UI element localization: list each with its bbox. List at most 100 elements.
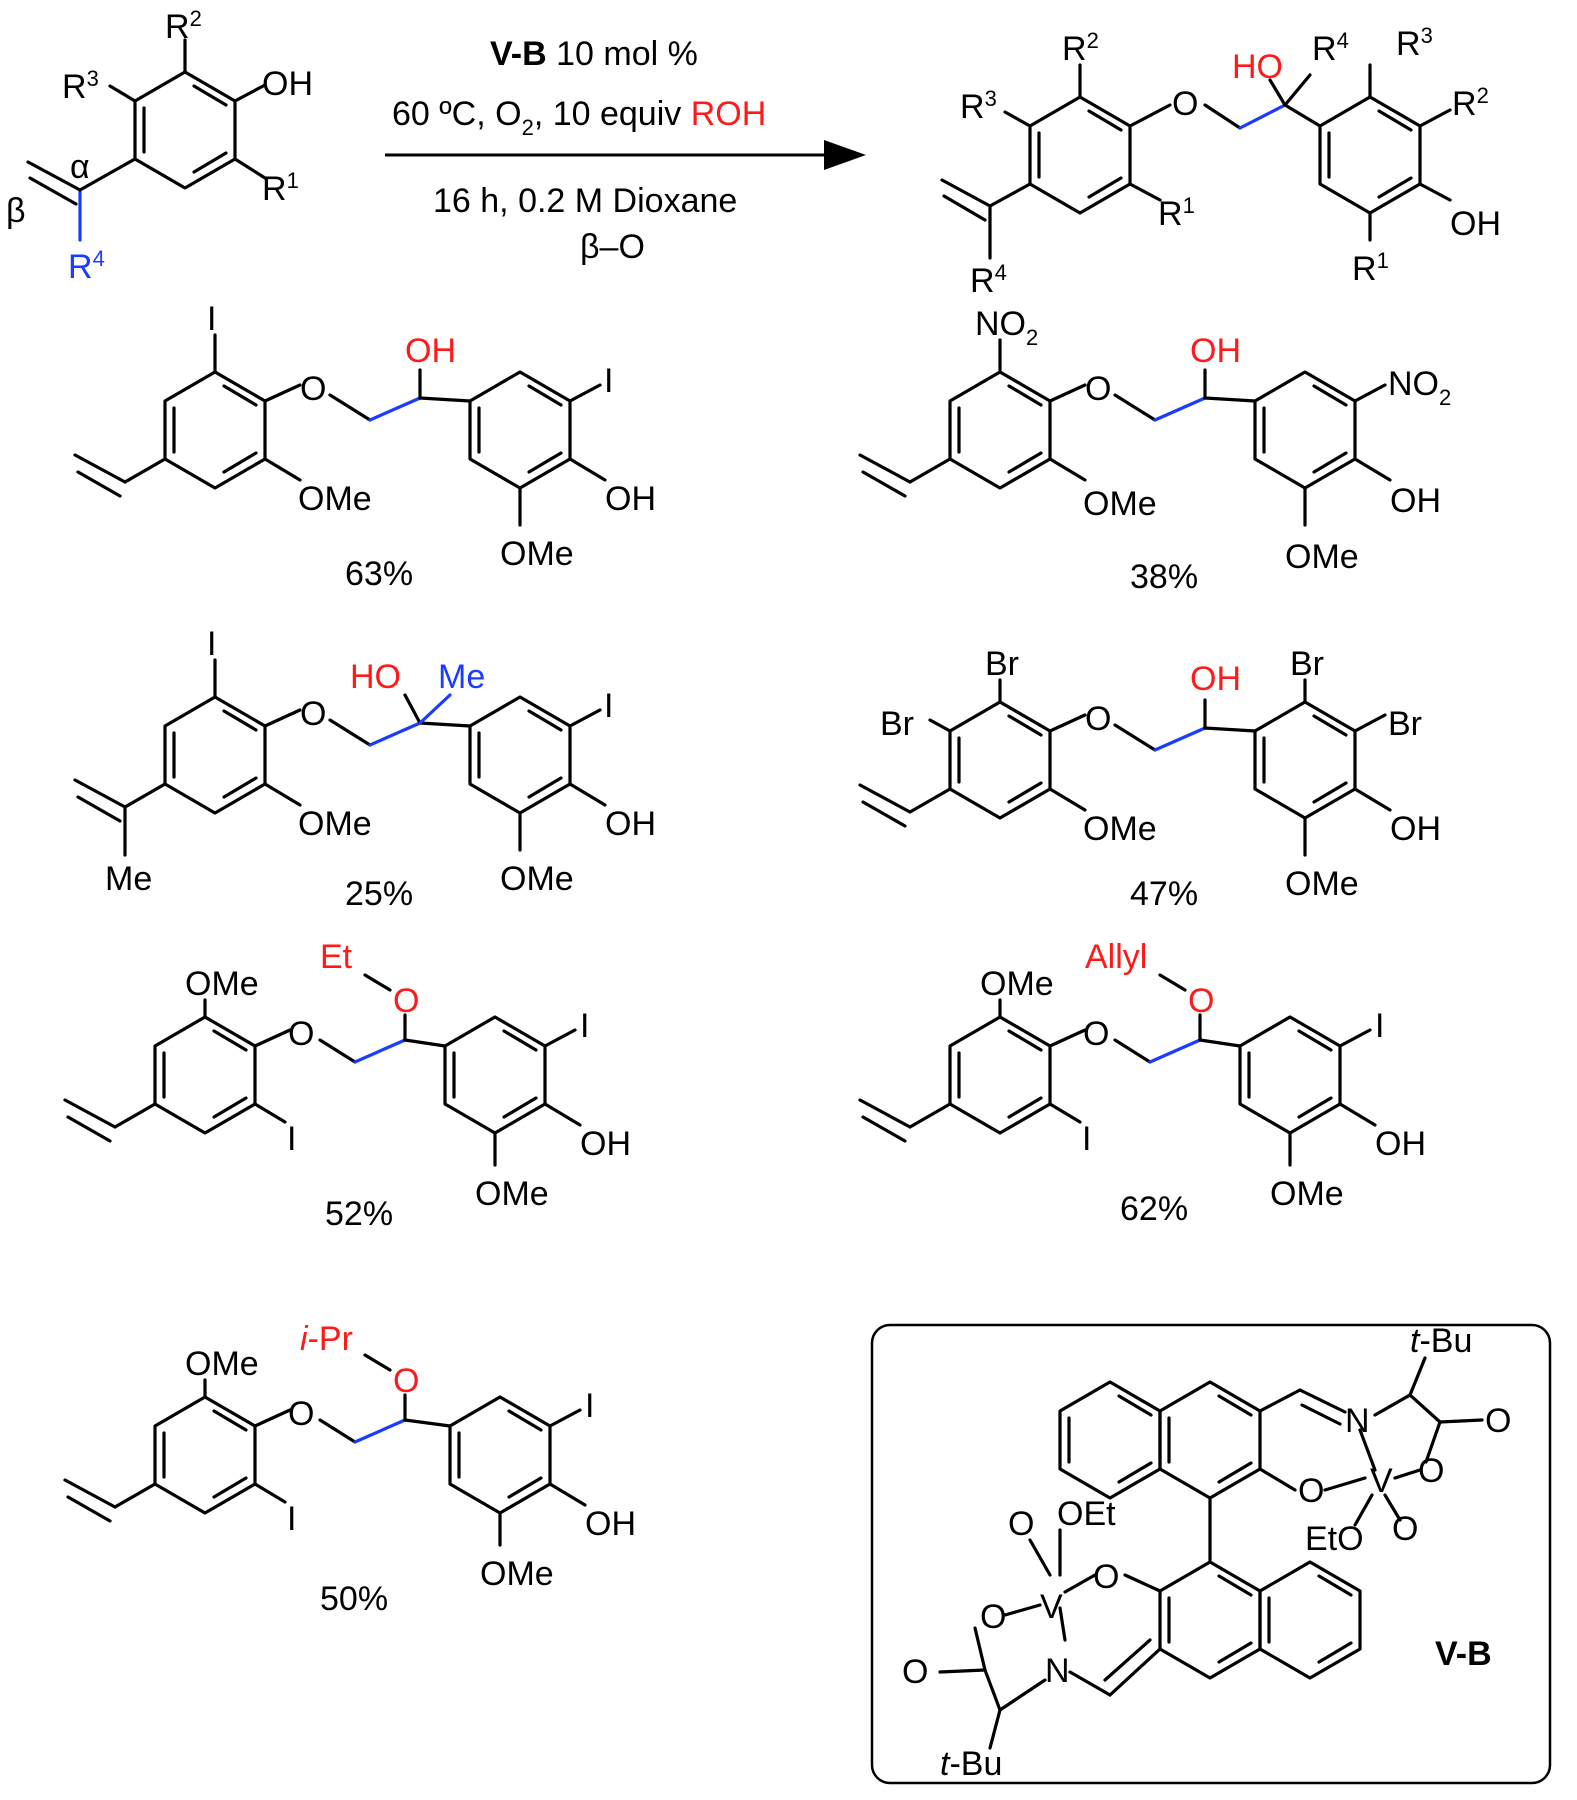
ex6-oh: OH [1375,1125,1426,1163]
cat-o-carbonyl-top: O [1485,1402,1511,1440]
ex6-alkoxy-o: O [1188,982,1214,1020]
ex4-br-left: Br [880,705,914,743]
ex5-oh: OH [580,1125,631,1163]
cat-oet: OEt [1057,1495,1116,1533]
ex3-ho-red: HO [350,658,401,696]
substrate-oh: OH [262,65,313,103]
conditions-time: 16 h, 0.2 M Dioxane [433,182,737,220]
ex2-ome-left: OMe [1083,485,1157,523]
ex4-ome-right: OMe [1285,865,1359,903]
ex7-iodo-left: I [287,1500,296,1538]
ex7-alkyl: i-Pr [300,1320,353,1358]
product-r3: R3 [960,86,997,126]
ex4-oh: OH [1390,810,1441,848]
ex3-iodo-left: I [207,625,216,663]
ex4-oh-red: OH [1190,660,1241,698]
catalyst-loading: V-B 10 mol % [490,35,698,73]
substrate-r2: R2 [165,6,202,46]
ex6-ome-top: OMe [980,965,1054,1003]
cat-v-bottom: V [1040,1588,1063,1626]
product-ether-o: O [1172,85,1198,123]
ex3-ether-o: O [300,695,326,733]
product-r4: R4 [1312,28,1349,68]
product-r1: R1 [1158,193,1195,233]
ex4-br-top-right: Br [1290,645,1324,683]
ex3-iodo-right: I [604,687,613,725]
ex2-oh: OH [1390,482,1441,520]
ex1-iodo-right: I [604,362,613,400]
product-r1b: R1 [1352,248,1389,288]
example-1: I O OH OMe I OH OMe 63% [73,300,656,593]
conditions-line: 60 ºC, O2, 10 equiv ROH [392,95,766,140]
ex7-iodo-right: I [585,1387,594,1425]
example-2: NO2 O OH OMe NO2 OH OMe 38% [858,305,1451,596]
example-6: OMe O Allyl O I I OH OMe 62% [858,938,1426,1228]
ex5-ome-top: OMe [185,965,259,1003]
ex1-ome-left: OMe [298,480,372,518]
substrate-r3: R3 [62,66,99,106]
ex3-me-blue: Me [438,658,485,696]
cat-tbu-top: t-Bu [1410,1322,1472,1360]
ex1-oh: OH [605,480,656,518]
ex6-yield: 62% [1120,1190,1188,1228]
conditions-linkage: β–O [580,228,645,266]
ex1-ome-right: OMe [500,535,574,573]
cat-o-phenoxy-top: O [1298,1472,1324,1510]
ex5-ome-right: OMe [475,1175,549,1213]
ex6-iodo-right: I [1375,1007,1384,1045]
ex4-ome-left: OMe [1083,810,1157,848]
substrate-beta: β [6,192,26,230]
ex2-ether-o: O [1085,370,1111,408]
ex1-yield: 63% [345,555,413,593]
ex3-yield: 25% [345,875,413,913]
ex2-ome-right: OMe [1285,538,1359,576]
ex4-ether-o: O [1085,700,1111,738]
ex2-no2-left: NO2 [975,305,1038,350]
cat-label: V-B [1435,1635,1492,1673]
ex5-iodo-right: I [580,1007,589,1045]
cat-eto: EtO [1305,1520,1364,1558]
example-7: OMe O i-Pr O I I OH OMe 50% [63,1320,636,1618]
ex2-yield: 38% [1130,558,1198,596]
ex5-ether-o: O [288,1015,314,1053]
ex5-alkyl: Et [320,938,353,976]
example-5: OMe O Et O I I OH OMe 52% [63,938,631,1233]
product-r4b: R4 [970,260,1007,300]
ex6-ome-right: OMe [1270,1175,1344,1213]
substrate-r4: R4 [68,246,105,286]
catalyst-box: t-Bu N O O V O O EtO OEt O O V O O N t-B… [870,1322,1552,1785]
ex4-br-right: Br [1388,705,1422,743]
substrate-alpha: α [70,148,90,186]
ex3-ome-left: OMe [298,805,372,843]
ex1-oh-red: OH [405,332,456,370]
cat-n-top: N [1345,1402,1370,1440]
cat-tbu-bottom: t-Bu [940,1745,1002,1783]
cat-o-oxo-bottom: O [1008,1505,1034,1543]
general-product-structure: R2 R3 R1 O HO R4 R3 R2 OH R1 R4 [940,23,1501,300]
ex5-alkoxy-o: O [393,982,419,1020]
ex6-ether-o: O [1083,1015,1109,1053]
ex2-oh-red: OH [1190,332,1241,370]
example-4: Br Br O OH OMe Br Br OH OMe 47% [858,645,1441,913]
product-r3b: R3 [1396,23,1433,63]
ex7-yield: 50% [320,1580,388,1618]
substrate-structure: R2 OH R1 R3 α β R4 [6,6,313,286]
example-3: I O HO Me OMe Me I OH OMe 25% [73,625,656,913]
cat-o-oxo-top: O [1392,1510,1418,1548]
ex7-ether-o: O [288,1395,314,1433]
cat-o-phenoxy-bottom: O [1093,1558,1119,1596]
ex2-no2-right: NO2 [1388,365,1451,410]
ex1-iodo-left: I [207,300,216,338]
substrate-r1: R1 [262,168,299,208]
ex3-ome-right: OMe [500,860,574,898]
ex6-iodo-left: I [1082,1120,1091,1158]
ex4-br-top-left: Br [985,645,1019,683]
ex7-ome-right: OMe [480,1555,554,1593]
ex5-yield: 52% [325,1195,393,1233]
ex7-alkoxy-o: O [393,1362,419,1400]
cat-v-top: V [1370,1462,1393,1500]
product-ho: HO [1232,48,1283,86]
cat-n-bottom: N [1045,1652,1070,1690]
product-r2b: R2 [1452,83,1489,123]
